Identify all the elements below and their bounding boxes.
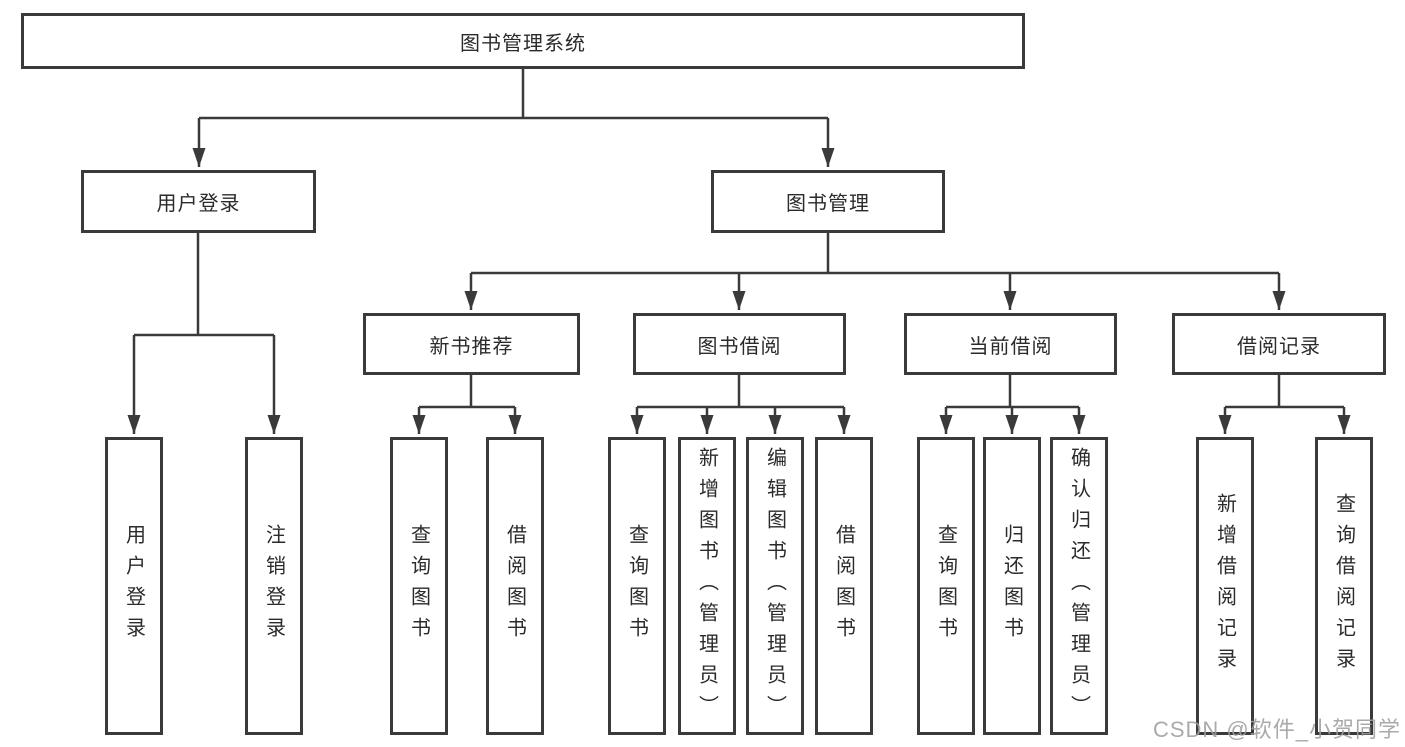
node-label: 查询图书 [934,524,957,648]
connector-book-borrow-children [630,375,851,434]
node-label: 用户登录 [156,193,241,215]
node-library-system: 图书管理系统 [21,13,1025,69]
node-book-management: 图书管理 [711,170,945,233]
node-label: 借阅记录 [1237,335,1321,358]
leaf-search-books-borrow: 查询图书 [608,437,666,735]
connector-root-to-level2 [192,69,835,167]
node-label: 当前借阅 [968,335,1053,358]
csdn-watermark: CSDN @软件_小贺同学 [1152,717,1401,742]
leaf-return-books: 归还图书 [983,437,1041,735]
node-label: 新增图书（管理员） [695,446,718,726]
leaf-confirm-return-admin: 确认归还（管理员） [1050,437,1108,735]
node-borrowing-records: 借阅记录 [1172,313,1386,375]
connector-user-login-children [127,233,281,434]
leaf-add-borrow-record: 新增借阅记录 [1196,437,1254,735]
leaf-logout: 注销登录 [245,437,303,735]
connector-current-borrow-children [939,375,1086,434]
leaf-add-books-admin: 新增图书（管理员） [678,437,736,735]
node-label: 图书管理系统 [460,32,586,55]
node-label: 新增借阅记录 [1213,493,1236,679]
node-label: 用户登录 [122,524,145,648]
node-label: 归还图书 [1000,524,1023,648]
leaf-edit-books-admin: 编辑图书（管理员） [746,437,804,735]
node-label: 图书管理 [786,193,870,215]
node-label: 图书借阅 [697,335,782,358]
node-label: 注销登录 [262,524,285,648]
node-label: 编辑图书（管理员） [763,446,786,726]
leaf-search-books-recommend: 查询图书 [390,437,448,735]
connector-new-book-children [412,375,522,434]
node-current-borrowing: 当前借阅 [904,313,1117,375]
node-label: 确认归还（管理员） [1067,446,1090,726]
leaf-user-login: 用户登录 [105,437,163,735]
node-label: 查询图书 [407,524,430,648]
leaf-search-books-current: 查询图书 [917,437,975,735]
node-new-book-recommend: 新书推荐 [363,313,580,375]
node-label: 查询图书 [625,524,648,648]
node-label: 借阅图书 [503,524,526,648]
leaf-search-borrow-record: 查询借阅记录 [1315,437,1373,735]
leaf-borrow-books: 借阅图书 [815,437,873,735]
connector-borrow-record-children [1218,375,1351,434]
leaf-borrow-books-recommend: 借阅图书 [486,437,544,735]
node-book-borrowing: 图书借阅 [633,313,846,375]
node-label: 新书推荐 [429,335,514,358]
node-user-login: 用户登录 [81,170,316,233]
node-label: 借阅图书 [832,524,855,648]
node-label: 查询借阅记录 [1332,493,1355,679]
connector-book-mgmt-children [464,233,1286,310]
